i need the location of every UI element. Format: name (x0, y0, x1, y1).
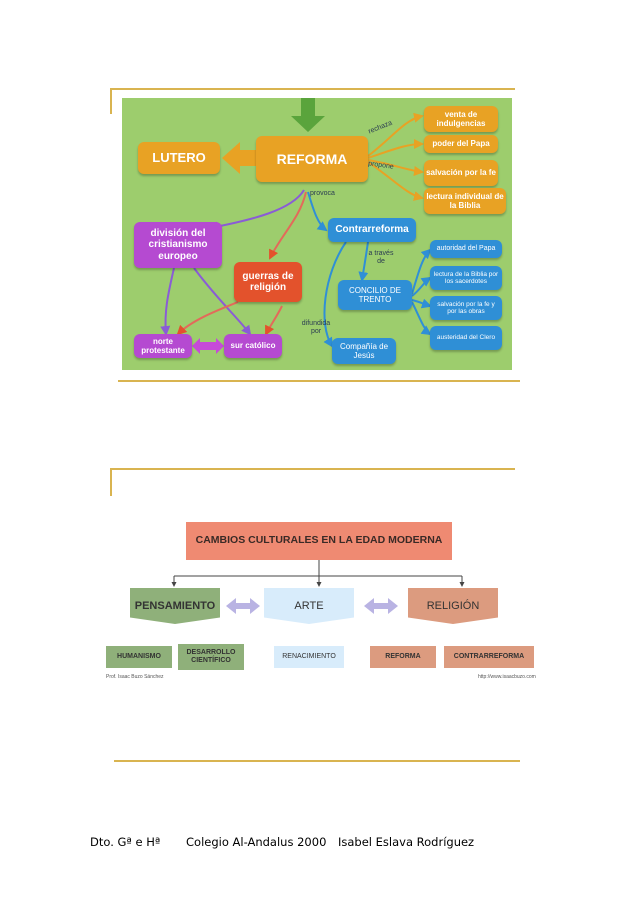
node-compania-jesus: Compañía de Jesús (332, 338, 396, 364)
category-arte: ARTE (264, 588, 354, 624)
node-autoridad-papa: autoridad del Papa (430, 240, 502, 258)
title-box: CAMBIOS CULTURALES EN LA EDAD MODERNA (186, 522, 452, 560)
label-difundida-por: difundida por (301, 320, 331, 335)
frame-top-line-2 (110, 468, 515, 470)
sub-reforma: REFORMA (370, 646, 436, 668)
category-pensamiento: PENSAMIENTO (130, 588, 220, 624)
double-arrow-left-icon (226, 598, 260, 614)
category-religion: RELIGIÓN (408, 588, 498, 624)
node-norte-protestante: norte protestante (134, 334, 192, 358)
node-reforma: REFORMA (256, 136, 368, 182)
node-lectura-sacerdotes: lectura de la Biblia por los sacerdotes (430, 266, 502, 290)
double-arrow-icon (192, 338, 224, 354)
node-guerras-religion: guerras de religión (234, 262, 302, 302)
node-salvacion-fe: salvación por la fe (424, 160, 498, 186)
label-provoca: provoca (310, 190, 335, 197)
sub-desarrollo-cientifico: DESARROLLO CIENTÍFICO (178, 644, 244, 670)
frame-left-line-1 (110, 88, 112, 114)
cultural-connectors (171, 560, 465, 614)
concept-map-connectors (160, 98, 432, 354)
down-arrow-icon (291, 98, 325, 132)
node-poder-papa: poder del Papa (424, 135, 498, 153)
credit-left: Prof. Isaac Buzo Sánchez (106, 674, 164, 680)
frame-bottom-line-2 (114, 760, 520, 762)
node-salvacion-fe-obras: salvación por la fe y por las obras (430, 296, 502, 320)
node-lectura-biblia: lectura individual de la Biblia (424, 188, 506, 214)
reforma-concept-map: LUTERO REFORMA rechaza propone provoca v… (122, 98, 512, 370)
node-sur-catolico: sur católico (224, 334, 282, 358)
double-arrow-right-icon (364, 598, 398, 614)
node-venta-indulgencias: venta de indulgencias (424, 106, 498, 132)
cultural-changes-diagram: CAMBIOS CULTURALES EN LA EDAD MODERNA PE… (100, 512, 540, 692)
sub-humanismo: HUMANISMO (106, 646, 172, 668)
frame-left-line-2 (110, 468, 112, 496)
node-division-cristianismo: división del cristianismo europeo (134, 222, 222, 268)
node-lutero: LUTERO (138, 142, 220, 174)
sub-renacimiento: RENACIMIENTO (274, 646, 344, 668)
node-austeridad-clero: austeridad del Clero (430, 326, 502, 350)
label-a-traves-de: a través de (368, 250, 394, 265)
credit-right: http://www.isaacbuzo.com (478, 674, 536, 680)
frame-bottom-line-1 (118, 380, 520, 382)
node-concilio-trento: CONCILIO DE TRENTO (338, 280, 412, 310)
frame-top-line-1 (110, 88, 515, 90)
left-arrow-icon (222, 142, 256, 174)
footer-department: Dto. Gª e Hª (90, 835, 161, 849)
sub-contrarreforma: CONTRARREFORMA (444, 646, 534, 668)
footer-school: Colegio Al-Andalus 2000 (186, 835, 327, 849)
footer-author: Isabel Eslava Rodríguez (338, 835, 475, 849)
node-contrarreforma: Contrarreforma (328, 218, 416, 242)
